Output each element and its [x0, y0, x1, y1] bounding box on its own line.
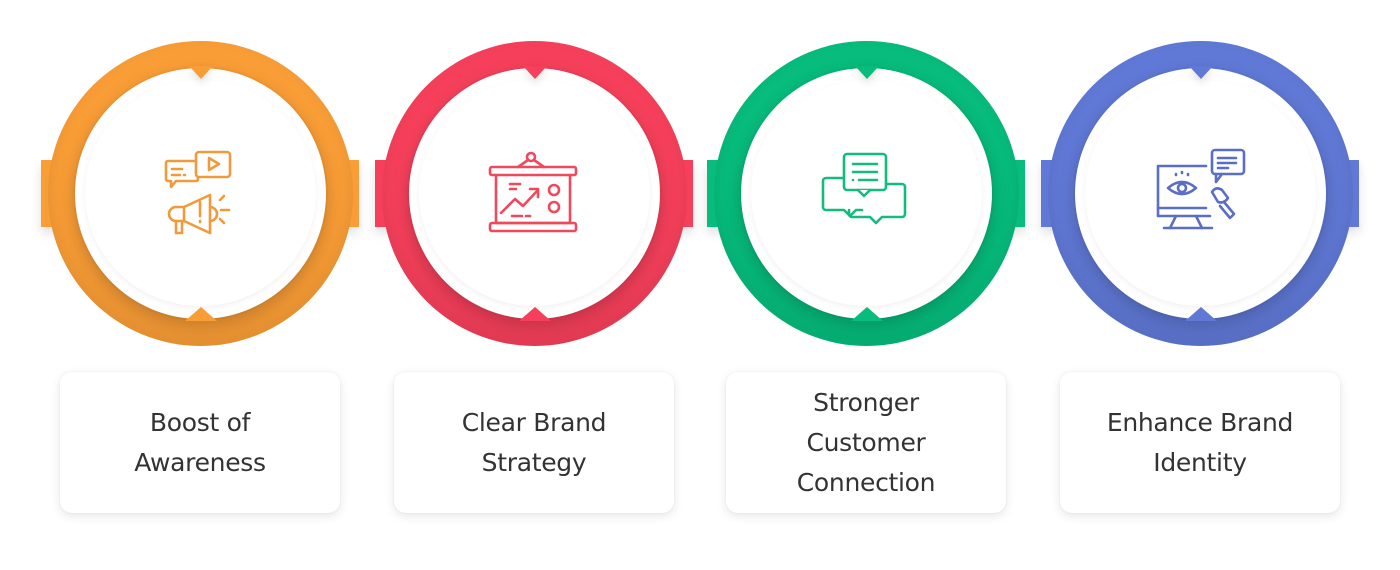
step-ring-graphic	[374, 0, 714, 360]
monitor-eye-brush-icon	[1150, 144, 1250, 244]
step-ring-graphic	[1040, 0, 1380, 360]
step-label: Boost of Awareness	[134, 407, 266, 477]
notch-bottom	[519, 307, 551, 321]
step-label-card: Stronger Customer Connection	[726, 372, 1006, 513]
step-clear-brand-strategy: Clear Brand Strategy	[374, 0, 714, 570]
megaphone-video-chat-icon	[150, 144, 250, 244]
notch-top	[189, 66, 213, 79]
notch-bottom	[851, 307, 883, 321]
inner-circle	[85, 80, 316, 306]
step-ring-graphic	[40, 0, 380, 360]
notch-top	[523, 66, 547, 79]
step-ring-graphic	[706, 0, 1046, 360]
step-stronger-customer-connection: Stronger Customer Connection	[706, 0, 1046, 570]
notch-bottom	[1185, 307, 1217, 321]
step-label-card: Enhance Brand Identity	[1060, 372, 1340, 513]
presentation-board-growth-icon	[484, 144, 584, 244]
step-enhance-brand-identity: Enhance Brand Identity	[1040, 0, 1380, 570]
step-label-card: Clear Brand Strategy	[394, 372, 674, 513]
step-label-card: Boost of Awareness	[60, 372, 340, 513]
inner-circle	[1085, 80, 1316, 306]
notch-top	[1189, 66, 1213, 79]
step-boost-of-awareness: Boost of Awareness	[40, 0, 380, 570]
chat-bubbles-icon	[816, 144, 916, 244]
notch-bottom	[185, 307, 217, 321]
step-label: Enhance Brand Identity	[1106, 407, 1294, 477]
step-label: Stronger Customer Connection	[796, 387, 936, 497]
step-label: Clear Brand Strategy	[461, 407, 607, 477]
notch-top	[855, 66, 879, 79]
